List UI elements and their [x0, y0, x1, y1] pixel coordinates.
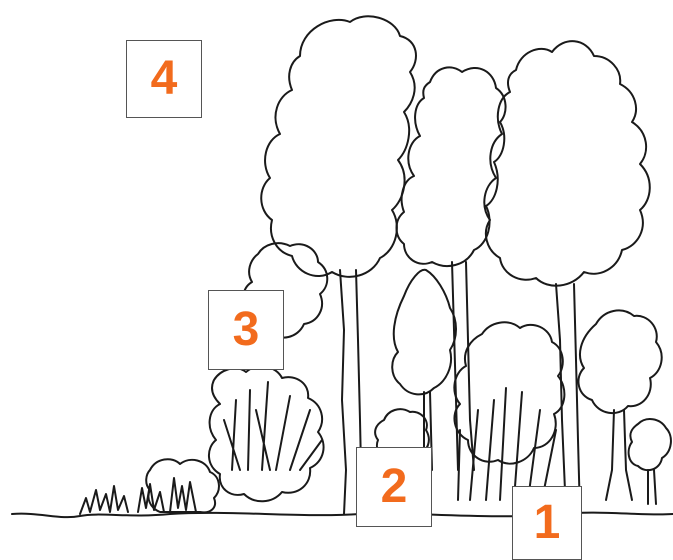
- small-tree-center-canopy: [392, 270, 456, 395]
- tall-tree-left-canopy: [261, 16, 416, 277]
- small-tree-far-right-trunk: [648, 470, 656, 504]
- layer-label-3: 3: [208, 290, 284, 370]
- layer-label-1: 1: [512, 486, 582, 560]
- small-tree-far-right-canopy: [629, 419, 671, 470]
- layer-number-2: 2: [381, 463, 408, 511]
- grass-patch-left: [80, 478, 196, 514]
- layer-number-4: 4: [151, 55, 178, 103]
- tall-tree-right-trunk: [556, 284, 580, 514]
- tall-tree-right-canopy: [484, 41, 649, 286]
- layer-label-4: 4: [126, 40, 202, 118]
- small-tree-right-canopy: [578, 310, 661, 413]
- layer-label-2: 2: [356, 447, 432, 527]
- tall-tree-middle-trunk: [452, 262, 474, 470]
- layer-number-1: 1: [534, 499, 561, 547]
- layer-number-3: 3: [233, 306, 260, 354]
- shrub-left: [209, 366, 324, 501]
